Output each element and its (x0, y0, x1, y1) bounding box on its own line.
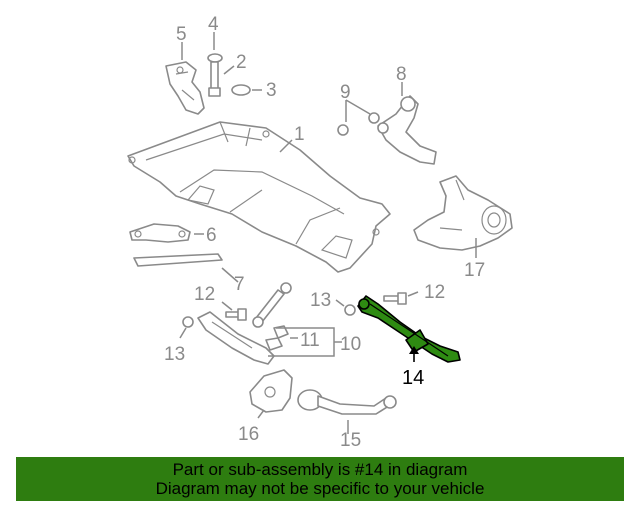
part-4-washer (207, 53, 223, 63)
callout-10: 10 (340, 334, 361, 355)
part-10-lower-link (197, 311, 275, 365)
part-13-washer-right (344, 304, 356, 316)
part-9-bushings (337, 112, 380, 136)
leader-arrow-14 (409, 346, 419, 354)
part-11-bushings (265, 325, 289, 351)
part-2-bolt (208, 61, 221, 97)
callout-8: 8 (396, 64, 407, 85)
banner-line-part: Part or sub-assembly is #14 in diagram (172, 460, 468, 479)
callout-5: 5 (176, 24, 187, 45)
callout-2: 2 (236, 52, 247, 73)
part-5-bracket (165, 61, 205, 115)
part-1-crossmember (127, 121, 391, 273)
callout-11: 11 (300, 330, 320, 351)
part-12-bolt-left (225, 308, 247, 321)
parts-diagram: 5 4 2 3 1 8 9 17 6 7 12 13 11 10 13 12 1… (127, 14, 513, 451)
part-7-rod (133, 253, 292, 328)
callout-12-right: 12 (424, 282, 445, 303)
callout-17: 17 (464, 260, 485, 281)
callout-7: 7 (234, 274, 245, 295)
callout-4: 4 (208, 14, 219, 35)
part-8-upper-arm (377, 95, 437, 165)
callout-14: 14 (402, 367, 424, 389)
callout-13-right: 13 (310, 290, 331, 311)
callout-15: 15 (340, 430, 361, 451)
callout-6: 6 (206, 225, 217, 246)
callout-1: 1 (294, 124, 305, 145)
part-16-bracket (249, 369, 293, 413)
part-17-knuckle (413, 175, 513, 251)
part-13-washer-left (182, 316, 194, 328)
part-15-trailing-arm (297, 389, 397, 415)
callout-9: 9 (340, 82, 351, 103)
part-12-bolt-right (383, 292, 407, 305)
part-6-brace (129, 223, 191, 243)
callout-16: 16 (238, 424, 259, 445)
info-banner: Part or sub-assembly is #14 in diagram D… (16, 457, 624, 501)
part-3-nut (231, 84, 251, 96)
callout-3: 3 (266, 80, 277, 101)
callout-13-left: 13 (164, 344, 185, 365)
callout-12-left: 12 (194, 284, 215, 305)
part-14-lower-arm (357, 295, 461, 363)
leader-lines (179, 32, 477, 434)
banner-line-disclaimer: Diagram may not be specific to your vehi… (155, 479, 485, 498)
